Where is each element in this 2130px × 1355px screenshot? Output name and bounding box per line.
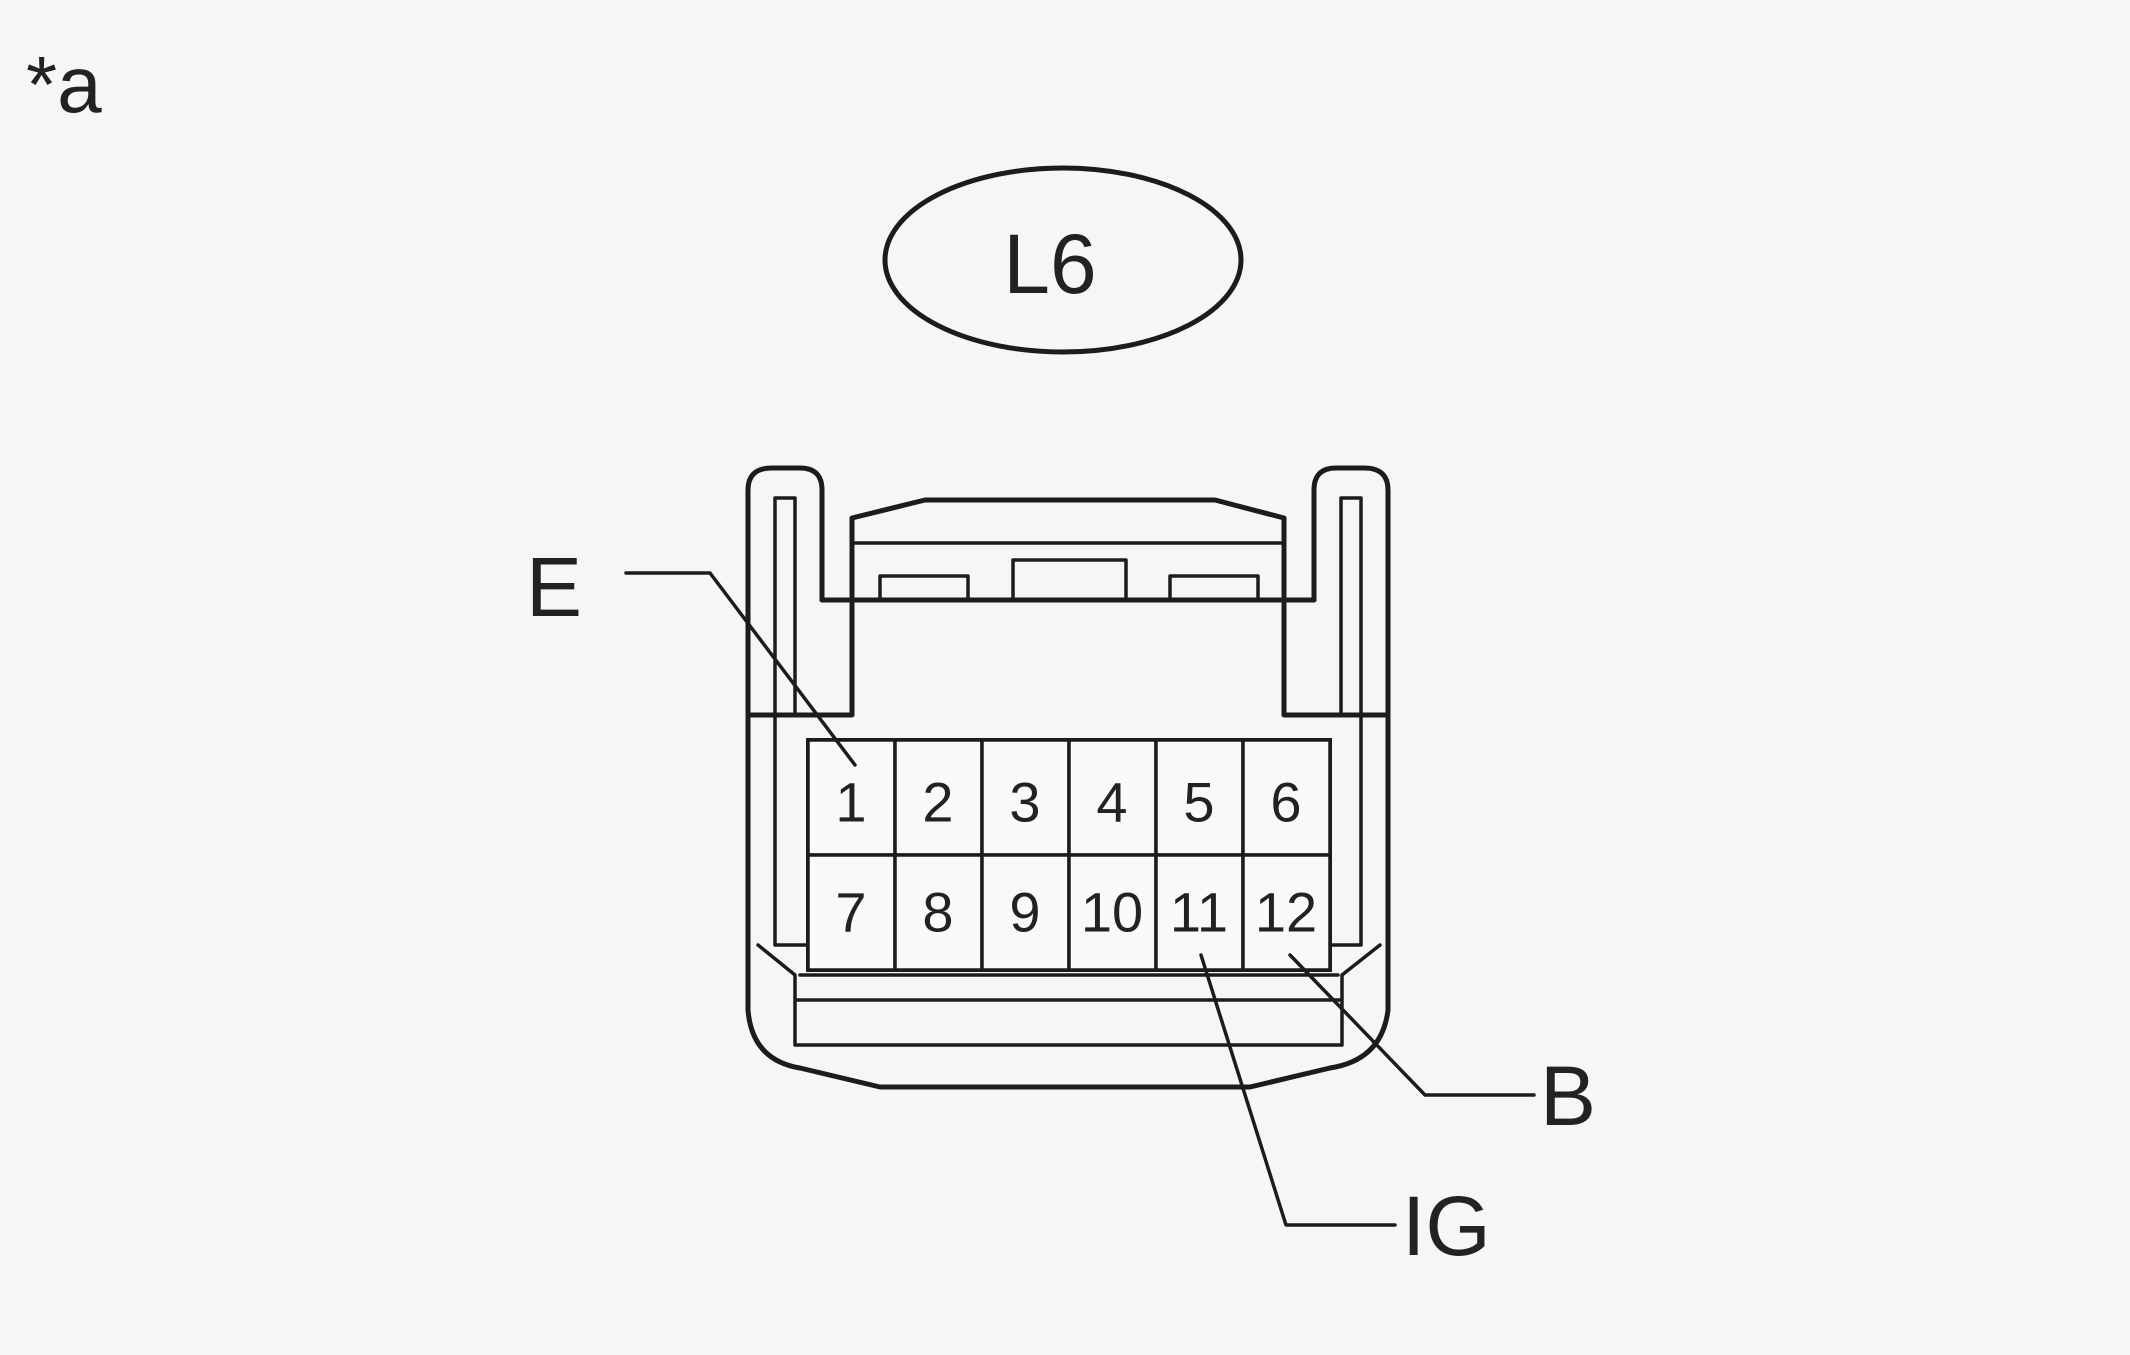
pin-cavity: 10 <box>1067 853 1158 972</box>
housing-outline <box>745 717 1391 1090</box>
callout-label-b: B <box>1540 1049 1596 1143</box>
callout-e: E <box>526 540 857 767</box>
pin-number: 1 <box>835 771 866 834</box>
bottom-shelf <box>756 943 1382 1047</box>
pin-number: 4 <box>1096 771 1127 834</box>
pin-cavity: 5 <box>1154 738 1245 857</box>
pin-number: 9 <box>1009 881 1040 944</box>
leader-line-b <box>1288 953 1536 1097</box>
left-latch-inner <box>773 496 797 717</box>
pin-cavity: 4 <box>1067 738 1158 857</box>
figure-label: *a <box>26 40 102 129</box>
pin-number: 5 <box>1183 771 1214 834</box>
connector-code: L6 <box>1003 217 1096 311</box>
top-lock <box>819 497 1317 603</box>
pin-number: 11 <box>1170 881 1228 944</box>
pin-cavity: 1 <box>806 738 897 857</box>
connector-code-ellipse <box>882 165 1244 355</box>
pin-number: 10 <box>1081 881 1143 944</box>
callout-ig: IG <box>1199 953 1491 1273</box>
pin-cavity: 7 <box>806 853 897 972</box>
callout-label-ig: IG <box>1402 1179 1491 1273</box>
pin-number: 8 <box>922 881 953 944</box>
callout-label-e: E <box>526 540 582 634</box>
pin-cavity: 2 <box>893 738 984 857</box>
pin-cavity: 9 <box>980 853 1071 972</box>
pin-cavity: 12 <box>1241 853 1332 972</box>
pin-cavity: 8 <box>893 853 984 972</box>
pin-cavity: 11 <box>1154 853 1245 972</box>
left-latch <box>745 465 855 723</box>
pin-grid: 1 2 3 4 5 6 7 8 <box>806 738 1332 972</box>
top-lock-tabs <box>878 558 1260 602</box>
right-latch-inner <box>1339 496 1363 717</box>
pin-number: 3 <box>1009 771 1040 834</box>
leader-line-e <box>624 571 857 767</box>
pin-cavity: 3 <box>980 738 1071 857</box>
pin-number: 2 <box>922 771 953 834</box>
leader-line-ig <box>1199 953 1397 1227</box>
right-latch <box>1281 465 1391 723</box>
pin-number: 6 <box>1270 771 1301 834</box>
connector-code-badge: L6 <box>882 165 1244 355</box>
pin-cavity: 6 <box>1241 738 1332 857</box>
callout-b: B <box>1288 953 1596 1143</box>
pin-number: 12 <box>1255 881 1317 944</box>
pin-number: 7 <box>835 881 866 944</box>
